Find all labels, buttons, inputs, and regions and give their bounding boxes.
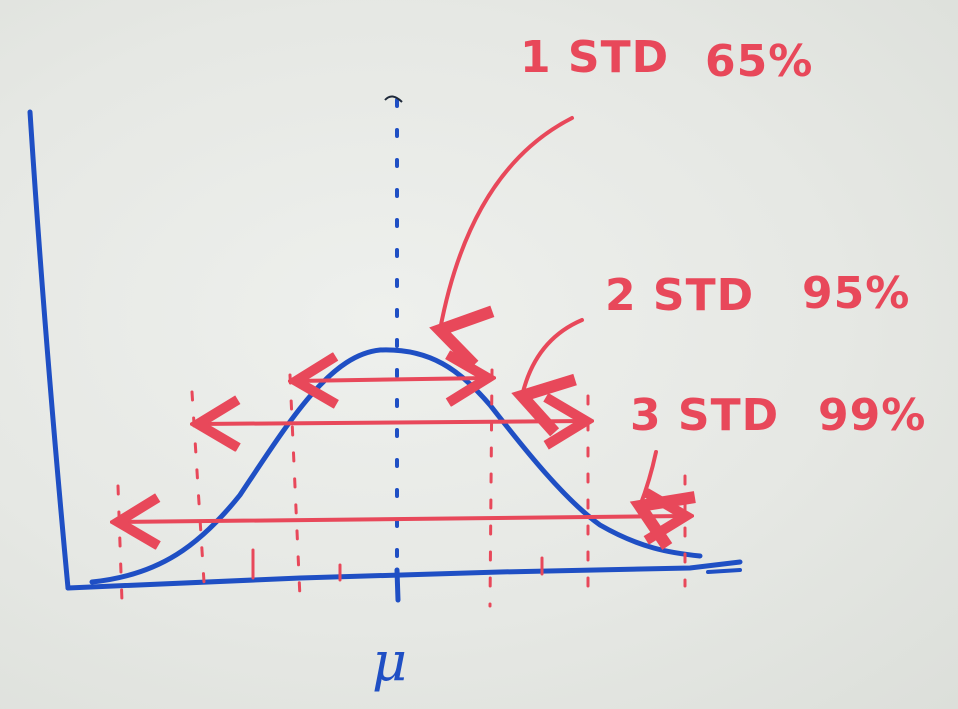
y-axis [27,109,71,591]
mean-symbol: μ [372,630,407,693]
x-axis-tail [706,568,742,574]
pointer-1std [429,116,574,370]
pointer-arrows [429,116,696,550]
two-std-arrow [198,421,586,424]
svg-text:99%: 99% [818,390,926,441]
svg-text:3 STD: 3 STD [630,390,779,441]
pointer-2std [511,318,584,437]
mean-tick [394,567,401,603]
one-std-arrow [296,378,488,381]
pointer-3std [629,450,696,550]
x-axis [65,559,743,591]
std-small-ticks [251,548,544,582]
three-std-arrow [118,516,686,522]
svg-text:2 STD: 2 STD [605,270,754,321]
label-2std: 2 STD 95% [605,268,910,321]
svg-text:65%: 65% [705,36,813,87]
svg-text:95%: 95% [802,268,910,319]
range-arrows [118,378,686,522]
svg-text:1 STD: 1 STD [520,32,669,83]
label-3std: 3 STD 99% [630,390,926,441]
label-1std: 1 STD 65% [520,32,813,87]
axes [27,109,743,603]
mean-top-mark [384,95,403,103]
